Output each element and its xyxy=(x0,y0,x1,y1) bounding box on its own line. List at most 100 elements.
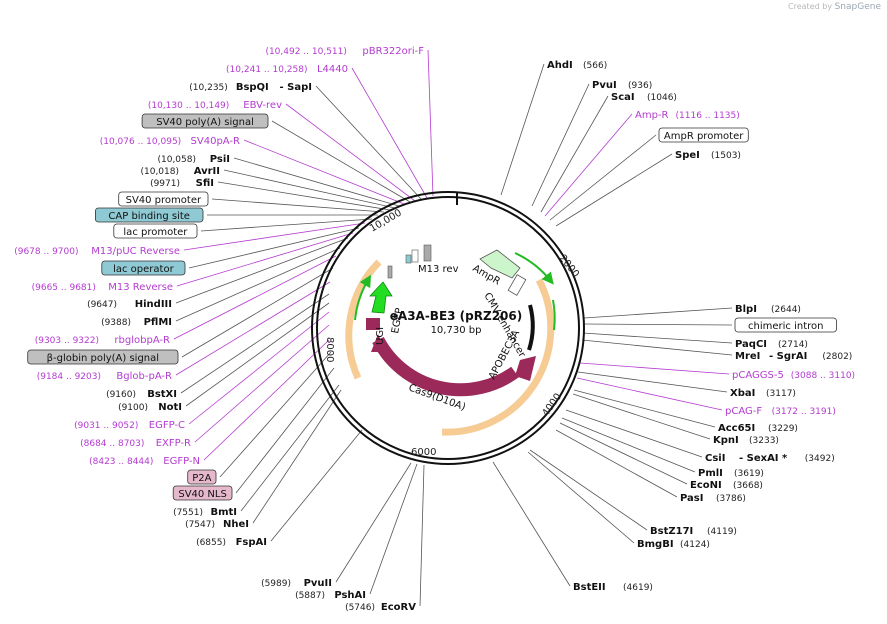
primer-position: (10,241 .. 10,258) xyxy=(226,65,307,75)
left-label-23[interactable]: EXFP-R(8684 .. 8703) xyxy=(80,438,191,449)
feature-name: lac operator xyxy=(113,264,174,275)
right-label-19[interactable]: BstZ17I(4119) xyxy=(650,526,737,537)
feature-name: SV40 NLS xyxy=(178,489,227,500)
primer-position: (3088 .. 3110) xyxy=(791,371,855,381)
left-label-22[interactable]: EGFP-C(9031 .. 9052) xyxy=(74,420,185,431)
right-label-13[interactable]: Acc65I(3229) xyxy=(718,423,798,434)
left-label-10[interactable]: CAP binding site xyxy=(95,207,204,223)
left-label-32[interactable]: EcoRV(5746) xyxy=(345,602,416,613)
right-label-4[interactable]: AmpR promoter xyxy=(658,127,749,143)
left-label-7[interactable]: AvrII(10,018) xyxy=(140,166,220,177)
right-label-21[interactable]: BstEII(4619) xyxy=(573,582,653,593)
leader-line xyxy=(561,417,696,473)
watermark-prefix: Created by xyxy=(788,2,833,11)
primer-position: (9184 .. 9203) xyxy=(37,372,101,382)
primer-name: EBV-rev xyxy=(243,100,282,111)
left-label-31[interactable]: PshAI (5887) xyxy=(295,590,366,601)
left-label-4[interactable]: SV40 poly(A) signal xyxy=(141,113,269,129)
left-label-20[interactable]: BstXI(9160) xyxy=(106,389,177,400)
left-label-27[interactable]: BmtI(7551) xyxy=(173,507,237,518)
right-label-6[interactable]: BlpI(2644) xyxy=(735,304,801,315)
enzyme-position: (10,018) xyxy=(140,167,179,177)
left-label-6[interactable]: PsiI(10,058) xyxy=(157,154,230,165)
lac-promoter-feature xyxy=(411,249,419,263)
left-label-18[interactable]: β-globin poly(A) signal xyxy=(27,349,179,365)
feature-name: CAP binding site xyxy=(108,211,190,222)
enzyme-name: FspAI xyxy=(236,537,267,548)
right-label-5[interactable]: SpeI(1503) xyxy=(675,150,741,161)
ampr-feature xyxy=(479,249,521,279)
enzyme-name: PshAI xyxy=(334,590,366,601)
left-label-8[interactable]: SfiI(9971) xyxy=(150,178,214,189)
enzyme-position: (2644) xyxy=(771,305,801,315)
feature-label-box xyxy=(141,113,269,129)
leader-line xyxy=(243,139,405,205)
enzyme-position: (566) xyxy=(583,61,607,71)
enzyme-name: PvuII xyxy=(304,578,332,589)
left-label-28[interactable]: NheI(7547) xyxy=(185,519,249,530)
left-label-21[interactable]: NotI(9100) xyxy=(118,402,182,413)
left-label-3[interactable]: EBV-rev (10,130 .. 10,149) xyxy=(148,100,282,111)
right-label-10[interactable]: pCAGGS-5(3088 .. 3110) xyxy=(732,370,855,381)
cmv-enhancer-feature xyxy=(527,304,535,351)
cap-site-feature xyxy=(405,254,412,264)
leader-line xyxy=(270,429,363,542)
enzyme-position: (10,058) xyxy=(157,155,196,165)
left-label-9[interactable]: SV40 promoter xyxy=(118,191,209,207)
left-label-17[interactable]: rbglobpA-R(9303 .. 9322) xyxy=(35,335,170,346)
left-label-1[interactable]: L4440 (10,241 .. 10,258) xyxy=(226,64,348,75)
right-label-17[interactable]: EcoNI(3668) xyxy=(690,480,763,491)
sv40-polya-feature xyxy=(423,244,432,262)
left-label-5[interactable]: SV40pA-R(10,076 .. 10,095) xyxy=(100,136,240,147)
enzyme-name: EcoNI xyxy=(690,480,722,491)
primer-name: L4440 xyxy=(317,64,348,75)
enzyme-name: Acc65I xyxy=(718,423,755,434)
left-label-15[interactable]: HindIII(9647) xyxy=(87,299,172,310)
right-label-18[interactable]: PasI(3786) xyxy=(680,493,746,504)
left-label-16[interactable]: PflMI(9388) xyxy=(101,317,172,328)
primer-position: (9678 .. 9700) xyxy=(14,247,78,257)
left-label-29[interactable]: FspAI(6855) xyxy=(196,537,267,548)
primer-position: (10,130 .. 10,149) xyxy=(148,101,229,111)
right-label-12[interactable]: pCAG-F(3172 .. 3191) xyxy=(725,406,836,417)
leader-line xyxy=(549,134,657,221)
right-label-2[interactable]: ScaI(1046) xyxy=(611,92,677,103)
right-label-20[interactable]: BmgBI(4124) xyxy=(637,539,710,550)
left-label-12[interactable]: M13/pUC Reverse(9678 .. 9700) xyxy=(14,246,180,257)
left-label-24[interactable]: EGFP-N(8423 .. 8444) xyxy=(89,456,200,467)
left-label-13[interactable]: lac operator xyxy=(101,260,186,276)
right-label-0[interactable]: AhdI(566) xyxy=(547,60,607,71)
left-label-30[interactable]: PvuII(5989) xyxy=(261,578,332,589)
enzyme-name: SpeI xyxy=(675,150,700,161)
right-label-1[interactable]: PvuI(936) xyxy=(592,80,652,91)
right-label-15[interactable]: CsiI- SexAI *(3492) xyxy=(705,453,835,464)
orf-arc-left xyxy=(345,259,382,380)
enzyme-name: PmlI xyxy=(698,468,723,479)
leader-line xyxy=(579,362,730,375)
left-label-25[interactable]: P2A xyxy=(187,469,217,485)
orf-arc-right xyxy=(441,278,555,436)
enzyme-position: (4124) xyxy=(680,540,710,550)
left-label-19[interactable]: Bglob-pA-R(9184 .. 9203) xyxy=(37,371,172,382)
right-label-8[interactable]: PaqCI(2714) xyxy=(735,339,808,350)
enzyme-position: (4119) xyxy=(707,527,737,537)
enzyme-position: (5887) xyxy=(295,591,325,601)
leader-lines xyxy=(173,49,733,607)
feature-label-box xyxy=(101,260,186,276)
leader-line xyxy=(185,302,330,407)
right-label-16[interactable]: PmlI(3619) xyxy=(698,468,764,479)
right-label-3[interactable]: Amp-R(1116 .. 1135) xyxy=(635,110,740,121)
left-label-26[interactable]: SV40 NLS xyxy=(172,485,233,501)
leader-line xyxy=(583,307,733,319)
right-label-7[interactable]: chimeric intron xyxy=(734,317,837,333)
right-label-11[interactable]: XbaI(3117) xyxy=(730,388,796,399)
enzyme-position: (9160) xyxy=(106,390,136,400)
left-label-0[interactable]: pBR322ori-F(10,492 .. 10,511) xyxy=(265,46,424,57)
right-label-14[interactable]: KpnI(3233) xyxy=(713,435,779,446)
egfp-feature xyxy=(369,281,393,314)
right-label-9[interactable]: MreI- SgrAI(2802) xyxy=(735,351,852,362)
left-label-11[interactable]: lac promoter xyxy=(113,223,198,239)
left-label-14[interactable]: M13 Reverse(9665 .. 9681) xyxy=(32,282,173,293)
